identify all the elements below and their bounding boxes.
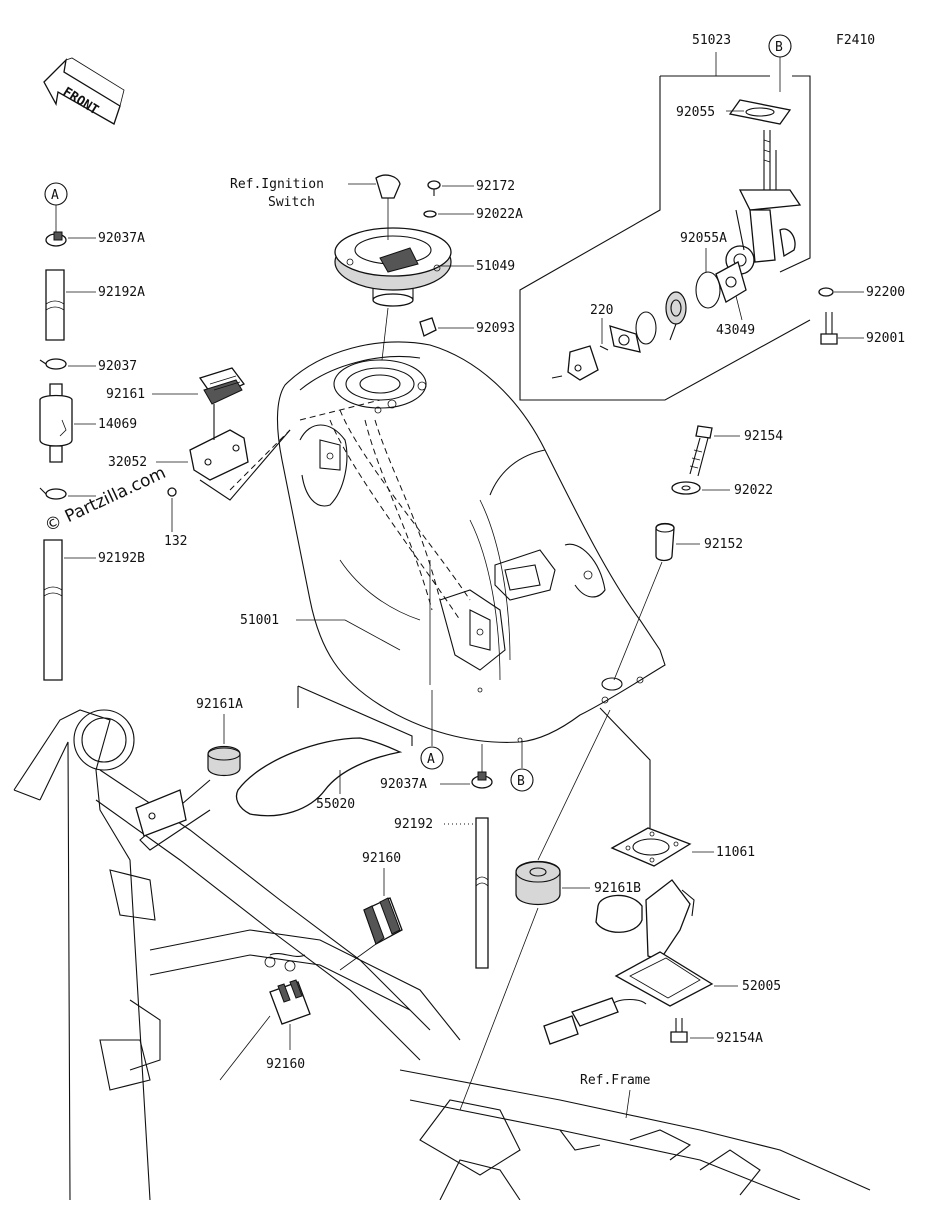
gasket-92055	[728, 99, 792, 125]
watermark: © Partzilla.com	[42, 463, 169, 537]
label-32052: 32052	[108, 455, 147, 470]
label-51023: 51023	[692, 33, 731, 48]
label-92093: 92093	[476, 321, 515, 336]
bolt-92154	[689, 425, 713, 477]
nut-132	[167, 487, 177, 497]
ref-ignition-line1: Ref.Ignition	[230, 177, 324, 192]
label-11061: 11061	[716, 845, 755, 860]
label-92154a: 92154A	[716, 1031, 763, 1046]
label-92022a: 92022A	[476, 207, 523, 222]
label-92161: 92161	[106, 387, 145, 402]
callout-a-top: A	[44, 182, 68, 232]
svg-text:B: B	[775, 40, 783, 55]
svg-text:A: A	[51, 188, 59, 203]
petcock-knob	[551, 345, 599, 381]
label-51001: 51001	[240, 613, 279, 628]
gasket-11061	[610, 827, 692, 867]
label-220: 220	[590, 303, 613, 318]
callout-a-bottom: A	[420, 690, 444, 770]
ref-frame: Ref.Frame	[580, 1073, 651, 1088]
svg-text:A: A	[427, 752, 435, 767]
ref-ignition-line2: Switch	[268, 195, 315, 210]
label-52005: 52005	[742, 979, 781, 994]
label-92037: 92037	[98, 359, 137, 374]
washer-92022	[671, 481, 701, 495]
petcock-assembly-box	[519, 52, 811, 401]
plate-220	[599, 325, 641, 353]
grommet-92093	[419, 317, 437, 337]
fuel-cap-51049	[334, 227, 452, 307]
label-92055: 92055	[676, 105, 715, 120]
collar-92152	[655, 522, 675, 562]
fuel-tank-51001	[229, 341, 666, 743]
label-92192: 92192	[394, 817, 433, 832]
hose-92192b	[43, 539, 63, 681]
fuel-petcock	[725, 130, 802, 275]
label-51049: 51049	[476, 259, 515, 274]
clip-lower	[39, 487, 67, 500]
clip-92037	[39, 358, 67, 370]
label-92160-upper: 92160	[362, 851, 401, 866]
label-92160-lower: 92160	[266, 1057, 305, 1072]
o-ring-92055a	[695, 271, 721, 309]
valve-core	[665, 291, 687, 341]
bolt-92001	[820, 312, 838, 345]
seal-ring	[635, 311, 657, 345]
label-92001: 92001	[866, 331, 905, 346]
damper-92161a	[207, 745, 241, 777]
damper-92160-upper	[363, 897, 403, 945]
washer-92200	[818, 287, 834, 297]
callout-b-bottom: B	[510, 740, 534, 792]
label-14069: 14069	[98, 417, 137, 432]
hose-92192a	[45, 269, 65, 341]
svg-text:B: B	[517, 774, 525, 789]
fuel-sensor-52005	[543, 879, 714, 1045]
label-92161a: 92161A	[196, 697, 243, 712]
label-92055a: 92055A	[680, 231, 727, 246]
frame-drawing	[13, 709, 871, 1201]
diagram-code: F2410	[836, 33, 875, 48]
screw-92172	[427, 180, 441, 196]
label-55020: 55020	[316, 797, 355, 812]
pad-55020	[235, 737, 403, 817]
damper-92161b	[515, 861, 561, 905]
bracket-32052	[189, 404, 291, 501]
label-92172: 92172	[476, 179, 515, 194]
label-92037a-top: 92037A	[98, 231, 145, 246]
lever-43049	[715, 261, 747, 303]
damper-92160-lower	[269, 979, 311, 1025]
label-92192a: 92192A	[98, 285, 145, 300]
label-92200: 92200	[866, 285, 905, 300]
damper-92161	[198, 367, 246, 405]
washer-92022a	[423, 210, 437, 218]
label-92192b: 92192B	[98, 551, 145, 566]
clamp-92037a-top	[45, 231, 67, 247]
callout-b-top: B	[768, 34, 792, 92]
label-43049: 43049	[716, 323, 755, 338]
label-92037a-bottom: 92037A	[380, 777, 427, 792]
bolt-92154a	[670, 1018, 688, 1043]
label-92161b: 92161B	[594, 881, 641, 896]
fuel-filter-14069	[39, 383, 73, 463]
clamp-92037a-bottom	[471, 771, 493, 789]
hose-92192	[475, 817, 489, 969]
label-92022: 92022	[734, 483, 773, 498]
front-arrow-icon: FRONT	[43, 57, 125, 125]
label-92154: 92154	[744, 429, 783, 444]
label-132: 132	[164, 534, 187, 549]
label-92152: 92152	[704, 537, 743, 552]
ignition-plug	[375, 174, 401, 240]
